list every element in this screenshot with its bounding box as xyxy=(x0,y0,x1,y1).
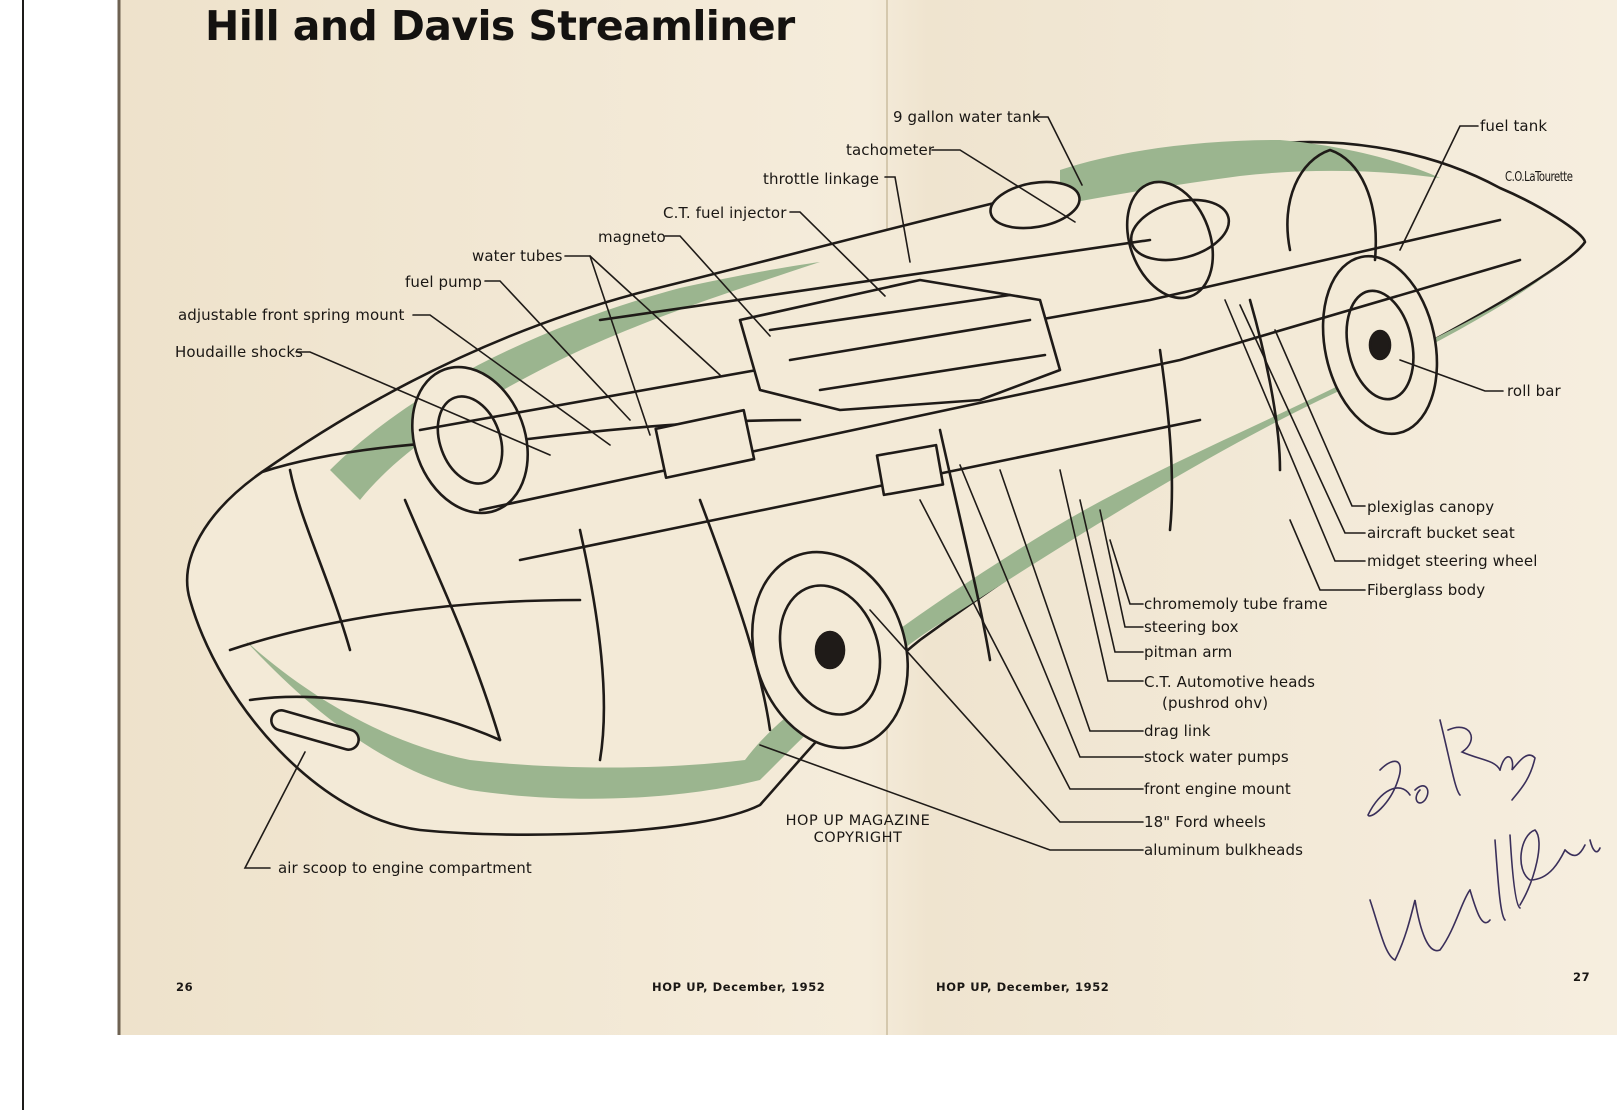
label-fiberglass-body: Fiberglass body xyxy=(1367,581,1486,599)
label-houdaille-shocks: Houdaille shocks xyxy=(175,343,304,361)
label-throttle-linkage: throttle linkage xyxy=(763,170,880,188)
label-bulkheads: aluminum bulkheads xyxy=(1144,841,1303,859)
label-water-pumps: stock water pumps xyxy=(1144,748,1289,766)
streamliner-illustration xyxy=(185,140,1587,836)
artist-credit: C.O.LaTourette xyxy=(1505,170,1573,185)
copyright-notice: HOP UP MAGAZINE COPYRIGHT xyxy=(755,813,961,847)
label-heads: C.T. Automotive heads xyxy=(1144,673,1316,691)
label-ford-wheels: 18" Ford wheels xyxy=(1144,813,1266,831)
label-fuel-pump: fuel pump xyxy=(405,273,483,291)
autograph-signature xyxy=(1367,719,1601,962)
left-page-number: 26 xyxy=(176,980,194,994)
copyright-line-2: COPYRIGHT xyxy=(813,830,903,846)
label-steering-box: steering box xyxy=(1144,618,1239,636)
label-drag-link: drag link xyxy=(1144,722,1211,740)
label-pitman-arm: pitman arm xyxy=(1144,643,1233,661)
label-tube-frame: chromemoly tube frame xyxy=(1144,595,1328,613)
label-water-tank: 9 gallon water tank xyxy=(893,108,1041,126)
label-steering-wheel: midget steering wheel xyxy=(1367,552,1538,570)
green-body-tint xyxy=(245,258,1568,799)
label-fuel-tank: fuel tank xyxy=(1480,117,1548,135)
label-plexiglas-canopy: plexiglas canopy xyxy=(1367,498,1495,516)
label-roll-bar: roll bar xyxy=(1507,382,1561,400)
leader-lines xyxy=(243,116,1504,869)
label-water-tubes: water tubes xyxy=(472,247,563,265)
label-front-spring-mount: adjustable front spring mount xyxy=(178,306,405,324)
left-running-head: HOP UP, December, 1952 xyxy=(652,980,826,994)
page-title: Hill and Davis Streamliner xyxy=(205,2,795,50)
label-fuel-injector: C.T. fuel injector xyxy=(663,204,787,222)
copyright-line-1: HOP UP MAGAZINE xyxy=(785,813,931,829)
label-air-scoop: air scoop to engine compartment xyxy=(278,859,532,877)
label-magneto: magneto xyxy=(598,228,666,246)
engine-block xyxy=(738,278,1062,412)
label-engine-mount: front engine mount xyxy=(1144,780,1291,798)
label-tachometer: tachometer xyxy=(846,141,935,159)
right-page-number: 27 xyxy=(1573,970,1591,984)
right-running-head: HOP UP, December, 1952 xyxy=(936,980,1110,994)
label-heads-note: (pushrod ohv) xyxy=(1162,694,1269,712)
label-bucket-seat: aircraft bucket seat xyxy=(1367,524,1515,542)
